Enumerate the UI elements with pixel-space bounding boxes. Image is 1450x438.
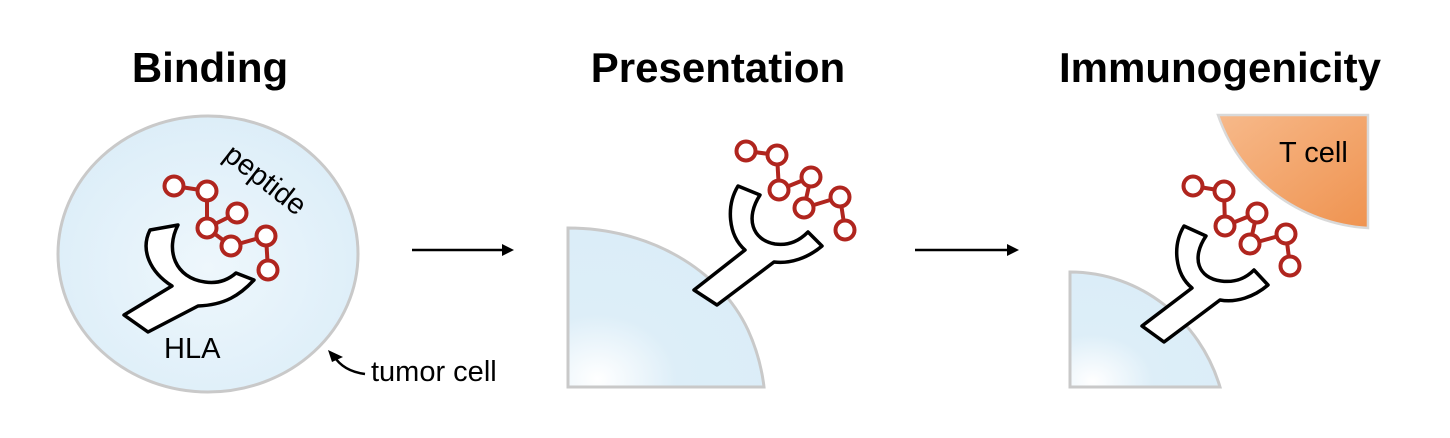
tumor-cell-pointer: [328, 350, 365, 374]
presentation-cell: [568, 228, 764, 387]
arrow-binding-to-presentation: [412, 244, 514, 256]
t-cell-label: T cell: [1279, 137, 1348, 169]
tumor-cell-label: tumor cell: [371, 356, 497, 388]
t-cell: [1218, 115, 1368, 228]
arrow-presentation-to-immunogenicity: [915, 244, 1019, 256]
hla-label: HLA: [164, 333, 221, 365]
